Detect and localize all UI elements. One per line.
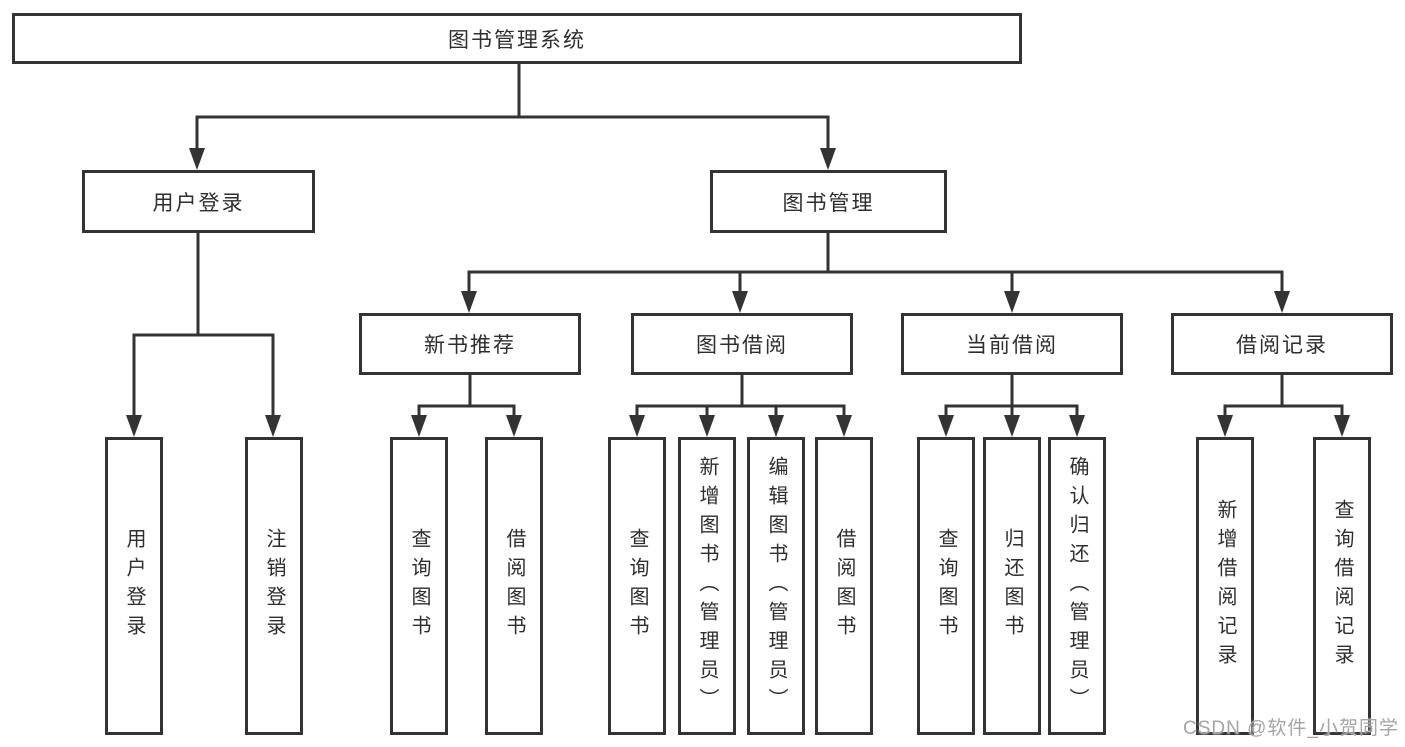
leaf-add-book-admin: 新增图书（管理员） [678,437,736,735]
leaf-label: 查询图书 [935,528,957,644]
node-borrowing-records: 借阅记录 [1171,313,1393,375]
leaf-label: 新增借阅记录 [1214,499,1236,673]
leaf-label: 借阅图书 [833,528,855,644]
leaf-borrow-books-recommend: 借阅图书 [485,437,543,735]
leaf-label: 确认归还（管理员） [1066,455,1088,717]
node-library-system: 图书管理系统 [12,13,1022,64]
node-book-borrowing: 图书借阅 [631,313,853,375]
leaf-label: 用户登录 [123,528,145,644]
node-new-book-recommend: 新书推荐 [359,313,581,375]
arrowheads [126,148,1350,437]
leaf-label: 查询图书 [408,528,430,644]
leaf-label: 注销登录 [263,528,285,644]
leaf-label: 新增图书（管理员） [696,455,718,717]
leaf-edit-book-admin: 编辑图书（管理员） [747,437,805,735]
leaf-label: 编辑图书（管理员） [765,455,787,717]
leaf-query-books-recommend: 查询图书 [390,437,448,735]
leaf-label: 查询借阅记录 [1331,499,1353,673]
leaf-label: 借阅图书 [503,528,525,644]
leaf-add-borrow-record: 新增借阅记录 [1196,437,1254,735]
leaf-query-books-borrowing: 查询图书 [608,437,666,735]
node-book-management: 图书管理 [710,170,947,233]
leaf-user-login: 用户登录 [105,437,163,735]
node-current-borrowing: 当前借阅 [901,313,1123,375]
leaf-logout: 注销登录 [245,437,303,735]
leaf-query-borrow-record: 查询借阅记录 [1313,437,1371,735]
leaf-label: 查询图书 [626,528,648,644]
csdn-watermark: CSDN @软件_小贺同学 [1183,718,1399,739]
leaf-query-books-current: 查询图书 [917,437,975,735]
leaf-label: 归还图书 [1001,528,1023,644]
leaf-borrow-books: 借阅图书 [815,437,873,735]
leaf-return-books: 归还图书 [983,437,1041,735]
tree-edges [132,62,1344,422]
node-user-login: 用户登录 [82,170,315,233]
leaf-confirm-return-admin: 确认归还（管理员） [1048,437,1106,735]
